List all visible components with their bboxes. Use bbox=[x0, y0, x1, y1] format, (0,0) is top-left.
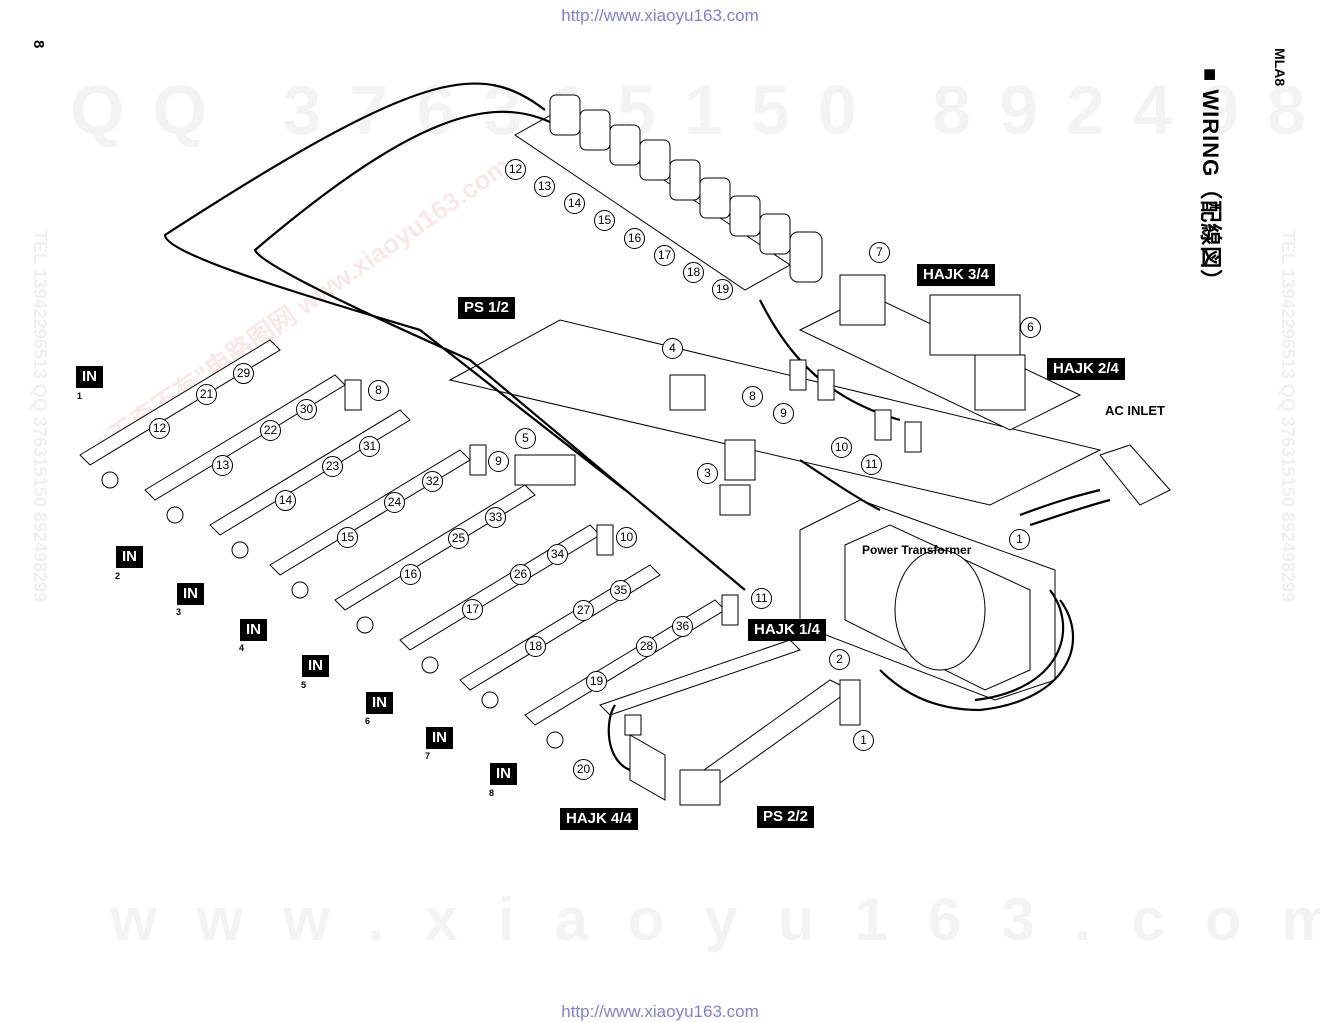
in-number: 1 bbox=[77, 391, 83, 401]
in-label: IN bbox=[426, 727, 453, 749]
in-number: 4 bbox=[239, 643, 245, 653]
callout: 7 bbox=[869, 242, 890, 263]
in-number: 5 bbox=[301, 680, 307, 690]
in-number: 8 bbox=[489, 788, 495, 798]
watermark-bottom: www.xiaoyu163.com bbox=[110, 885, 1320, 954]
callout: 31 bbox=[359, 436, 380, 457]
in-label: IN bbox=[76, 366, 103, 388]
callout: 15 bbox=[337, 527, 358, 548]
callout: 35 bbox=[610, 580, 631, 601]
callout: 12 bbox=[505, 159, 526, 180]
callout: 34 bbox=[547, 544, 568, 565]
callout: 28 bbox=[636, 636, 657, 657]
callout: 18 bbox=[683, 262, 704, 283]
callout: 14 bbox=[564, 193, 585, 214]
callout: 17 bbox=[654, 245, 675, 266]
callout: 9 bbox=[488, 451, 509, 472]
callout: 27 bbox=[573, 600, 594, 621]
connectors bbox=[344, 274, 1026, 806]
callout: 11 bbox=[861, 454, 882, 475]
hajk44-plate bbox=[629, 734, 666, 801]
callout: 11 bbox=[751, 588, 772, 609]
callout: 6 bbox=[1020, 317, 1041, 338]
callout: 9 bbox=[773, 403, 794, 424]
in-number: 7 bbox=[425, 751, 431, 761]
power-transformer-label: Power Transformer bbox=[862, 543, 972, 557]
callout: 14 bbox=[275, 490, 296, 511]
callout: 2 bbox=[829, 649, 850, 670]
callout: 19 bbox=[712, 279, 733, 300]
hajk44-label: HAJK 4/4 bbox=[560, 808, 638, 830]
in-label: IN bbox=[366, 692, 393, 714]
in-number: 3 bbox=[176, 607, 182, 617]
header-url[interactable]: http://www.xiaoyu163.com bbox=[561, 6, 759, 25]
in-label: IN bbox=[302, 655, 329, 677]
callout: 3 bbox=[697, 463, 718, 484]
callout: 20 bbox=[573, 759, 594, 780]
in-label: IN bbox=[177, 583, 204, 605]
callout: 33 bbox=[485, 507, 506, 528]
callout: 23 bbox=[322, 456, 343, 477]
callout: 1 bbox=[853, 730, 874, 751]
callout: 26 bbox=[510, 564, 531, 585]
ps22-label: PS 2/2 bbox=[757, 806, 815, 828]
in-number: 6 bbox=[365, 716, 371, 726]
callout: 10 bbox=[616, 527, 637, 548]
callout: 19 bbox=[586, 671, 607, 692]
hajk24-label: HAJK 2/4 bbox=[1047, 358, 1125, 380]
callout: 5 bbox=[515, 428, 536, 449]
callout: 10 bbox=[831, 437, 852, 458]
xlr-jacks bbox=[549, 94, 823, 283]
callout: 17 bbox=[462, 599, 483, 620]
callout: 12 bbox=[149, 418, 170, 439]
callout: 22 bbox=[260, 420, 281, 441]
footer-url[interactable]: http://www.xiaoyu163.com bbox=[561, 1002, 759, 1021]
callout: 4 bbox=[662, 338, 683, 359]
wire-harnesses bbox=[163, 82, 1111, 772]
hajk14-board bbox=[599, 639, 801, 716]
callout: 21 bbox=[196, 384, 217, 405]
in-number: 2 bbox=[115, 571, 121, 581]
callout: 29 bbox=[233, 363, 254, 384]
watermark-top: QQ 376315150 892498299 bbox=[70, 70, 1320, 150]
in-label: IN bbox=[490, 763, 517, 785]
callout: 25 bbox=[448, 528, 469, 549]
callout: 18 bbox=[525, 636, 546, 657]
ac-inlet-label: AC INLET bbox=[1105, 403, 1165, 418]
callout: 13 bbox=[212, 455, 233, 476]
callout: 8 bbox=[368, 380, 389, 401]
hajk34-label: HAJK 3/4 bbox=[917, 264, 995, 286]
in-label: IN bbox=[116, 546, 143, 568]
input-knobs bbox=[101, 471, 564, 749]
callout: 8 bbox=[742, 386, 763, 407]
ac-inlet bbox=[1099, 444, 1171, 506]
callout: 13 bbox=[534, 176, 555, 197]
callout: 15 bbox=[594, 210, 615, 231]
ps12-label: PS 1/2 bbox=[458, 297, 516, 319]
callout: 36 bbox=[672, 616, 693, 637]
in-label: IN bbox=[240, 619, 267, 641]
callout: 16 bbox=[624, 228, 645, 249]
callout: 1 bbox=[1009, 529, 1030, 550]
callout: 24 bbox=[384, 492, 405, 513]
callout: 16 bbox=[400, 564, 421, 585]
channel-boards bbox=[79, 339, 726, 726]
hajk14-label: HAJK 1/4 bbox=[748, 619, 826, 641]
callout: 30 bbox=[296, 399, 317, 420]
transformer-coil bbox=[894, 549, 986, 671]
callout: 32 bbox=[422, 471, 443, 492]
